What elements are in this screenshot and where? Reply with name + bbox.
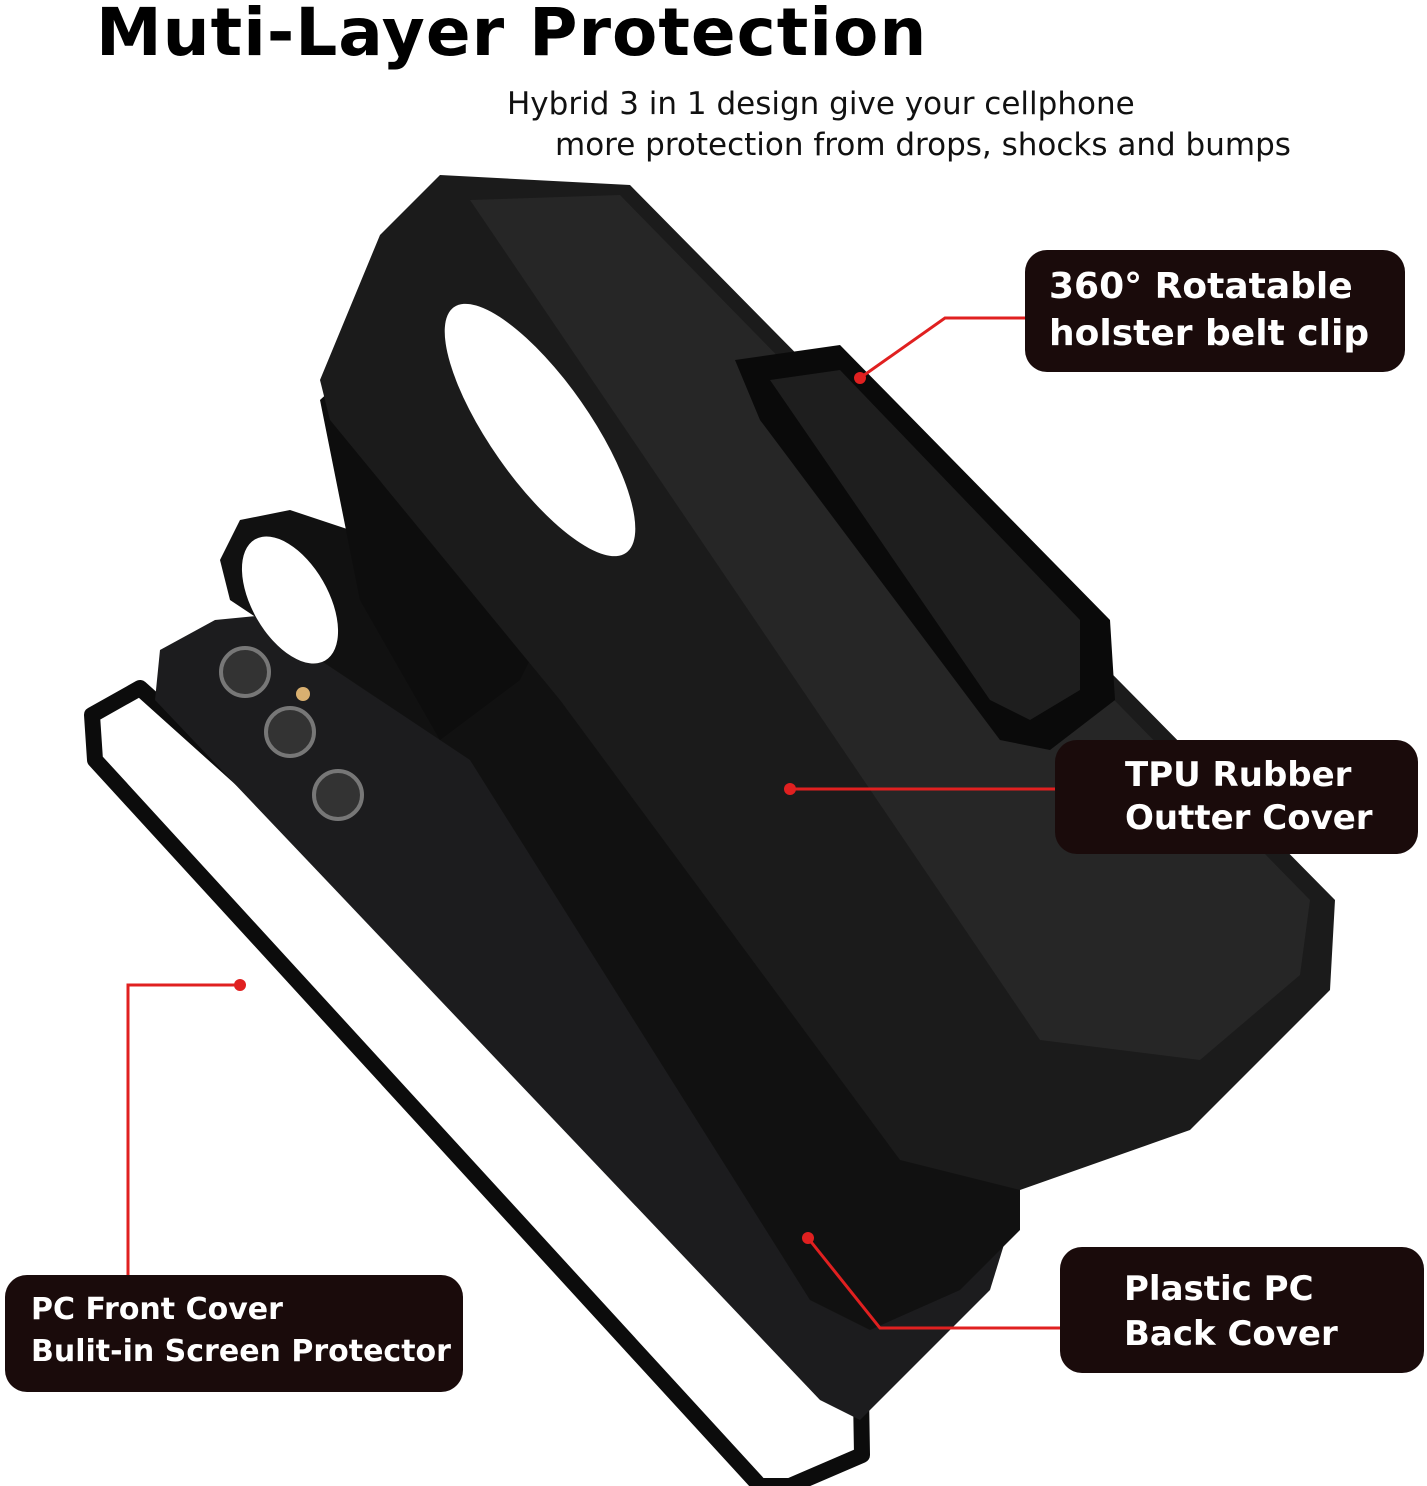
callout-text: holster belt clip — [1049, 312, 1370, 354]
callout-text: TPU Rubber — [1125, 755, 1352, 795]
callout-text: Back Cover — [1124, 1313, 1338, 1354]
callout-text: 360° Rotatable — [1049, 266, 1353, 307]
callout-line-holster — [859, 316, 1025, 380]
callout-text: PC Front Cover — [31, 1292, 283, 1327]
subtitle-line-1: Hybrid 3 in 1 design give your cellphone — [507, 86, 1135, 122]
callout-tpu-cover: TPU Rubber Outter Cover — [1055, 740, 1418, 854]
callout-text: Plastic PC — [1124, 1269, 1314, 1309]
camera-lenses — [219, 646, 364, 821]
page-title: Muti-Layer Protection — [96, 0, 928, 71]
callout-back-cover: Plastic PC Back Cover — [1060, 1247, 1424, 1373]
callout-line-back — [806, 1237, 1060, 1330]
pc-back-cover — [220, 510, 1020, 1330]
subtitle-line-2: more protection from drops, shocks and b… — [555, 127, 1291, 163]
callout-line-front — [126, 983, 240, 1275]
callout-text: Outter Cover — [1125, 797, 1373, 838]
callout-holster-clip: 360° Rotatable holster belt clip — [1025, 250, 1405, 372]
callout-lines — [126, 316, 1060, 1330]
callout-front-cover: PC Front Cover Bulit-in Screen Protector — [5, 1275, 463, 1392]
holster-belt-clip — [735, 345, 1115, 750]
callout-text: Bulit-in Screen Protector — [31, 1334, 451, 1369]
